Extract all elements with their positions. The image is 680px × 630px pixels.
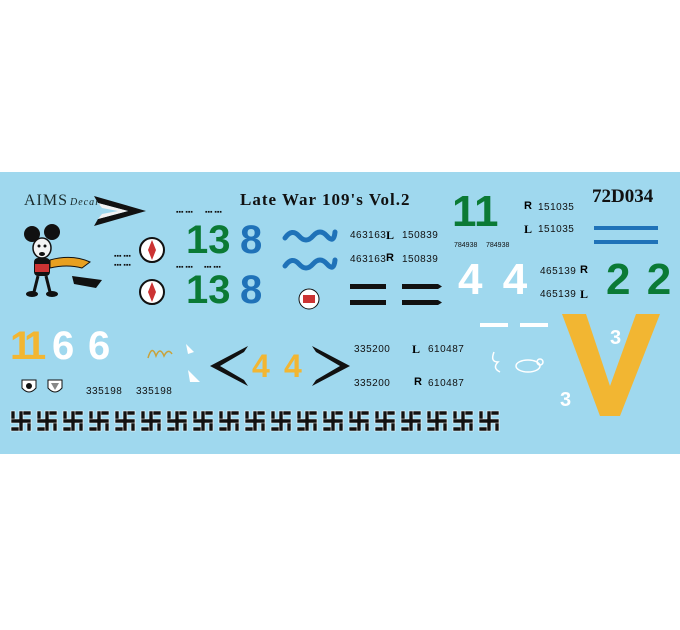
serial-463163-top: 463163 xyxy=(350,230,387,241)
sheet-title: Late War 109's Vol.2 xyxy=(240,190,411,209)
serial-151035-top: 151035 xyxy=(538,202,575,213)
swastika-marking xyxy=(348,410,370,432)
serial-335198-b: 335198 xyxy=(136,386,173,397)
tiny-text-f: ▪▪▪ ▪▪▪ xyxy=(204,264,221,271)
yellow-1-a: 1 xyxy=(10,324,33,368)
tiny-text-c: ▪▪▪ ▪▪▪ xyxy=(114,253,131,260)
swastika-marking xyxy=(478,410,500,432)
blue-8-bottom: 8 xyxy=(240,268,263,312)
product-code: 72D034 xyxy=(592,186,654,207)
cross-roundel-bottom xyxy=(139,279,165,305)
white-animal-emblems xyxy=(491,351,544,373)
tiny-text-d: ▪▪▪ ▪▪▪ xyxy=(114,262,131,269)
serial-150839-bottom: 150839 xyxy=(402,254,439,265)
white-3-bottom: 3 xyxy=(560,389,572,411)
white-triangle-markers xyxy=(186,344,200,382)
green-13-top: 13 xyxy=(186,218,231,262)
white-44: 4 4 xyxy=(458,255,532,304)
serial-610487-top: 610487 xyxy=(428,344,465,355)
serial-610487-bottom: 610487 xyxy=(428,378,465,389)
swastika-marking xyxy=(452,410,474,432)
swastika-marking xyxy=(270,410,292,432)
serial-784938-b: 784938 xyxy=(486,242,510,249)
swastika-row xyxy=(10,410,530,434)
blue-wave-symbols xyxy=(282,229,338,271)
tiny-text-e: ▪▪▪ ▪▪▪ xyxy=(176,264,193,271)
mickey-mouse-emblem xyxy=(24,224,102,297)
marker-R-2: R xyxy=(524,200,532,212)
swastika-marking xyxy=(244,410,266,432)
white-3-top: 3 xyxy=(610,327,622,349)
black-chevrons xyxy=(210,346,350,386)
white-6-a: 6 xyxy=(52,324,75,368)
white-dash-markers xyxy=(480,323,548,327)
serial-465139-bottom: 465139 xyxy=(540,289,577,300)
serial-151035-bottom: 151035 xyxy=(538,224,575,235)
swastika-marking xyxy=(192,410,214,432)
marker-L-4: L xyxy=(412,342,421,356)
serial-463163-bottom: 463163 xyxy=(350,254,387,265)
swastika-marking xyxy=(374,410,396,432)
blue-8-top: 8 xyxy=(240,218,263,262)
serial-150839-top: 150839 xyxy=(402,230,439,241)
tiny-text-b: ▪▪▪ ▪▪▪ xyxy=(205,209,222,216)
swastika-marking xyxy=(166,410,188,432)
brand-script: Decals xyxy=(70,197,104,208)
green-22: 2 2 xyxy=(606,255,674,304)
black-chevron-double xyxy=(94,196,146,226)
shield-emblems xyxy=(21,379,63,393)
tiny-text-a: ▪▪▪ ▪▪▪ xyxy=(176,209,193,216)
black-stripe-markers xyxy=(350,284,442,305)
unit-badge-emblem xyxy=(298,288,320,310)
swastika-marking xyxy=(322,410,344,432)
gold-script-emblem xyxy=(147,349,173,359)
cross-roundel-top xyxy=(139,237,165,263)
serial-335200-top: 335200 xyxy=(354,344,391,355)
serial-335200-bottom: 335200 xyxy=(354,378,391,389)
swastika-marking xyxy=(400,410,422,432)
serial-335198-a: 335198 xyxy=(86,386,123,397)
swastika-marking xyxy=(140,410,162,432)
marker-R-4: R xyxy=(414,376,422,388)
swastika-marking xyxy=(88,410,110,432)
green-13-bottom: 13 xyxy=(186,268,231,312)
yellow-1-b: 1 xyxy=(24,324,47,368)
serial-784938-a: 784938 xyxy=(454,242,478,249)
marker-L-2: L xyxy=(524,222,533,236)
swastika-marking xyxy=(296,410,318,432)
swastika-marking xyxy=(218,410,240,432)
yellow-4-a: 4 xyxy=(252,348,270,384)
white-6-b: 6 xyxy=(88,324,111,368)
marker-L-3: L xyxy=(580,287,589,301)
swastika-marking xyxy=(114,410,136,432)
swastika-marking xyxy=(10,410,32,432)
yellow-4-b: 4 xyxy=(284,348,302,384)
swastika-marking xyxy=(62,410,84,432)
blue-bar-markers xyxy=(594,226,658,244)
marker-L-1: L xyxy=(386,228,395,242)
green-11: 11 xyxy=(452,187,499,236)
serial-465139-top: 465139 xyxy=(540,266,577,277)
swastika-marking xyxy=(36,410,58,432)
brand-name: AIMS xyxy=(24,192,69,209)
swastika-marking xyxy=(426,410,448,432)
marker-R-1: R xyxy=(386,252,394,264)
marker-R-3: R xyxy=(580,264,588,276)
yellow-v-marking xyxy=(562,314,660,416)
